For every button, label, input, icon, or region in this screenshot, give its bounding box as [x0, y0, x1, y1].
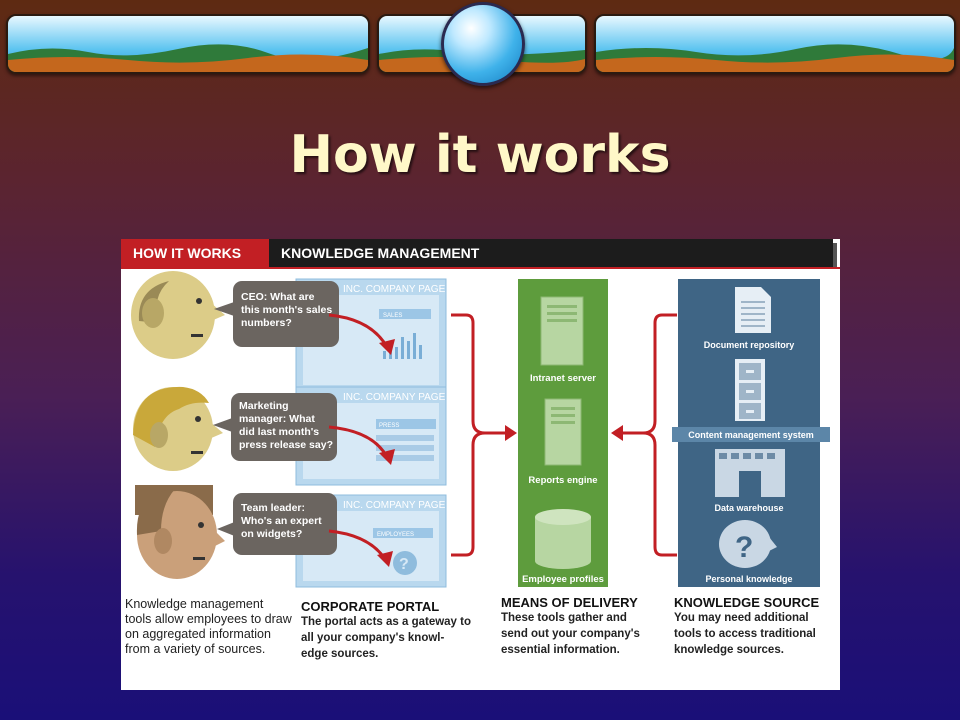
- data-warehouse-icon: [715, 449, 785, 497]
- svg-text:Employee profiles: Employee profiles: [522, 574, 604, 585]
- svg-text:INC. COMPANY PAGE: INC. COMPANY PAGE: [343, 284, 446, 295]
- source-caption-title: KNOWLEDGE SOURCE: [674, 595, 820, 610]
- delivery-caption-body: These tools gather and send out your com…: [501, 612, 640, 656]
- svg-text:Team leader: Who's an ex: Team leader: Who's an expert on widgets?: [241, 502, 325, 540]
- portal-caption-body: The portal acts as a gateway to all your…: [301, 616, 472, 660]
- source-caption-body: You may need additional tools to access …: [674, 612, 816, 656]
- portal-caption: CORPORATE PORTAL The portal acts as a ga…: [301, 599, 471, 662]
- intranet-server-icon: [540, 296, 584, 366]
- svg-text:Document repository: Document repository: [704, 340, 795, 350]
- marketing-manager-head-icon: [133, 386, 223, 471]
- source-to-delivery-arrow: [623, 313, 677, 557]
- marketing-speech-bubble: Marketing manager: What did last month's…: [213, 393, 337, 461]
- svg-text:?: ?: [399, 556, 409, 573]
- svg-text:Content management system: Content management system: [688, 430, 814, 440]
- source-caption: KNOWLEDGE SOURCE You may need additional…: [674, 595, 838, 658]
- svg-text:?: ?: [735, 531, 753, 564]
- intro-caption: Knowledge management tools allow employe…: [125, 597, 292, 656]
- reports-engine-icon: [544, 398, 582, 466]
- header-title: KNOWLEDGE MANAGEMENT: [281, 245, 480, 261]
- svg-text:Data warehouse: Data warehouse: [714, 503, 783, 513]
- svg-text:Personal knowledge: Personal knowledge: [705, 574, 792, 584]
- svg-text:SALES: SALES: [383, 313, 402, 319]
- ceo-head-icon: [131, 271, 225, 359]
- employee-profiles-database-icon: [535, 509, 591, 569]
- svg-text:INC. COMPANY PAGE: INC. COMPANY PAGE: [343, 500, 446, 511]
- document-repository-icon: [735, 287, 771, 333]
- knowledge-management-diagram: HOW IT WORKS KNOWLEDGE MANAGEMENT INC. C…: [121, 239, 840, 690]
- content-management-cabinet-icon: [735, 359, 765, 421]
- team-leader-head-icon: [135, 485, 225, 579]
- header-tag-bg: [121, 239, 269, 267]
- svg-text:CEO: What are this month: CEO: What are this month's sales numbers…: [241, 291, 335, 329]
- top-banner-left: [6, 14, 370, 74]
- top-banner-right: [594, 14, 956, 74]
- globe-icon: [441, 2, 525, 86]
- ceo-speech-bubble: CEO: What are this month's sales numbers…: [214, 281, 339, 347]
- portal-page-2: INC. COMPANY PAGE PRESS: [295, 386, 447, 486]
- svg-text:EMPLOYEES: EMPLOYEES: [377, 532, 414, 538]
- portal-to-delivery-arrow: [451, 313, 505, 557]
- svg-text:Intranet server: Intranet server: [530, 373, 596, 384]
- delivery-caption-title: MEANS OF DELIVERY: [501, 595, 638, 610]
- svg-text:INC. COMPANY PAGE: INC. COMPANY PAGE: [343, 392, 446, 403]
- svg-text:PRESS: PRESS: [379, 423, 399, 429]
- personal-knowledge-head-icon: ?: [719, 520, 777, 568]
- portal-caption-title: CORPORATE PORTAL: [301, 599, 440, 614]
- header-tag: HOW IT WORKS: [133, 245, 241, 261]
- svg-text:Reports engine: Reports engine: [528, 475, 597, 486]
- team-leader-speech-bubble: Team leader: Who's an expert on widgets?: [217, 493, 337, 555]
- slide-title: How it works: [289, 125, 671, 185]
- delivery-caption: MEANS OF DELIVERY These tools gather and…: [501, 595, 653, 658]
- svg-text:Marketing manager: What: Marketing manager: What did last month's…: [239, 400, 333, 451]
